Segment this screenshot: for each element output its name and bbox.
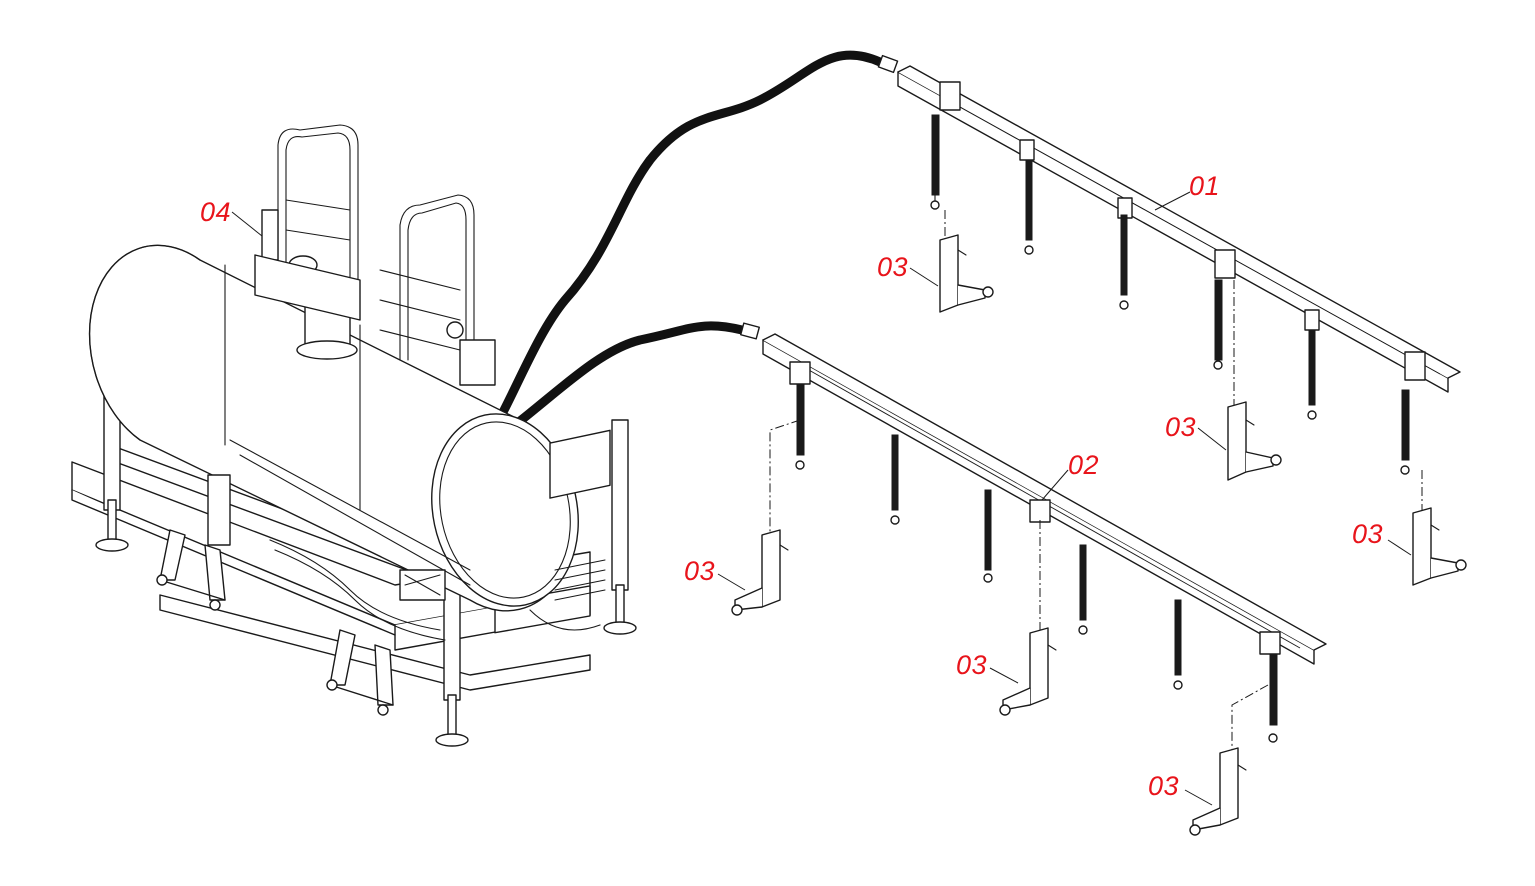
stand-2 [1227,401,1282,481]
boom-upper-nozzles [930,114,1410,475]
stands [731,234,1467,836]
stand-6 [1189,747,1247,836]
boom-lower-nozzles [795,384,1278,743]
hose-fittings [740,54,899,340]
hose-upper [495,50,885,423]
callout-02: 02 [1068,450,1100,480]
stand-1 [939,234,994,313]
leader-03-f [1184,789,1213,806]
callout-01: 01 [1189,171,1221,201]
leader-03-d [717,573,746,591]
boom-upper [897,65,1461,475]
leader-01 [1154,191,1191,211]
leader-03-c [1387,539,1412,556]
callout-03-lower-right: 03 [1148,771,1180,801]
leader-02 [1041,469,1069,501]
callout-03-upper-right: 03 [1352,519,1384,549]
hitch-arms [156,529,394,716]
leader-03-a [909,267,939,287]
hose-lower [510,321,747,430]
tank-end-cap [431,413,579,607]
tank-body [88,244,579,612]
stand-5 [999,627,1057,716]
hoses [495,50,899,430]
handrails [261,124,475,361]
stand-4 [731,529,789,616]
leader-lines [231,191,1412,806]
callout-04: 04 [200,197,232,227]
callout-03-lower-mid: 03 [956,650,988,680]
pump-valves [207,321,611,641]
boom-upper-brackets [939,81,1426,381]
callout-03-lower-left: 03 [684,556,716,586]
callout-03-upper-mid: 03 [1165,412,1197,442]
tank-unit [71,124,637,747]
center-lines [769,210,1423,752]
leader-03-b [1197,427,1227,451]
boom-lower-brackets [789,361,1281,655]
boom-lower [762,333,1327,743]
leader-04 [231,211,263,237]
callout-03-upper-left: 03 [877,252,909,282]
stand-3 [1412,507,1467,586]
leader-03-e [989,667,1019,684]
